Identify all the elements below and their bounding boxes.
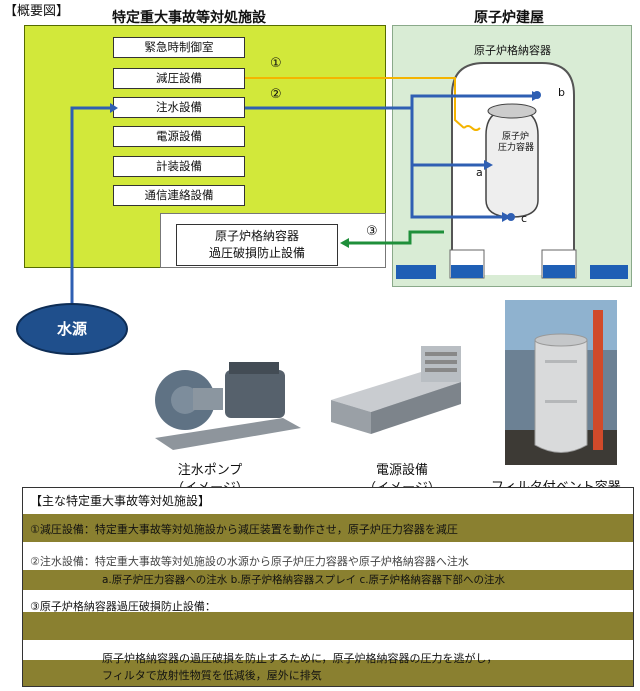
overpressure-line1: 原子炉格納容器 xyxy=(214,229,299,243)
summary-item-2-sub: a.原子炉圧力容器への注水 b.原子炉格納容器スプレイ c.原子炉格納容器下部へ… xyxy=(102,574,506,586)
water-injection-pump-image xyxy=(155,362,301,450)
pump-caption-line1: 注水ポンプ xyxy=(177,463,243,478)
pool-water-outer-right xyxy=(590,265,628,279)
equipment-depressurization: 減圧設備 xyxy=(113,68,245,89)
overpressure-line2: 過圧破損防止設備 xyxy=(208,246,305,260)
water-source: 水源 xyxy=(16,303,128,355)
overview-label: 【概要図】 xyxy=(4,4,70,19)
injection-arrow-c xyxy=(502,212,511,222)
summary-item-3-line2: フィルタで放射性物質を低減後，屋外に排気 xyxy=(102,669,322,682)
pool-water-left xyxy=(451,265,483,278)
summary-band-1 xyxy=(23,514,633,542)
vent-line xyxy=(348,230,444,245)
equipment-emergency-control-room: 緊急時制御室 xyxy=(113,37,245,58)
summary-item-3-line1: 原子炉格納容器の過圧破損を防止するために，原子炉格納容器の圧力を逃がし， xyxy=(102,652,498,665)
marker-3: ③ xyxy=(366,224,378,239)
summary-band-3 xyxy=(23,612,633,640)
equipment-power: 電源設備 xyxy=(113,126,245,147)
equipment-instrumentation: 計装設備 xyxy=(113,156,245,177)
injection-arrow-b xyxy=(532,91,541,101)
power-caption-line1: 電源設備 xyxy=(375,463,428,478)
injection-arrow-a xyxy=(484,160,493,170)
depressurization-valve xyxy=(463,125,481,131)
injection-main-line xyxy=(245,94,534,110)
summary-heading: 【主な特定重大事故等対処施設】 xyxy=(30,494,211,508)
summary-item-2: ②注水設備：特定重大事故等対処施設の水源から原子炉圧力容器や原子炉格納容器へ注水 xyxy=(30,555,469,568)
summary-band-2 xyxy=(23,570,633,590)
depressurization-line xyxy=(245,77,465,129)
water-source-arrow xyxy=(110,103,118,113)
vent-arrow xyxy=(340,238,349,248)
summary-item-1: ①減圧設備：特定重大事故等対処施設から減圧装置を動作させ，原子炉圧力容器を減圧 xyxy=(30,523,458,536)
summary-item-3: ③原子炉格納容器過圧破損防止設備： xyxy=(30,600,216,613)
overpressure-prevention-box: 原子炉格納容器 過圧破損防止設備 xyxy=(176,224,338,266)
point-a-label: a xyxy=(476,166,483,179)
building-title: 原子炉建屋 xyxy=(474,10,544,26)
point-c-label: c xyxy=(521,212,528,225)
summary-band-4 xyxy=(23,660,633,686)
reactor-building-diagram xyxy=(396,62,628,279)
marker-2: ② xyxy=(270,87,282,102)
facility-title: 特定重大事故等対処施設 xyxy=(112,10,266,26)
pool-water-right xyxy=(543,265,575,278)
power-equipment-image xyxy=(331,346,461,434)
marker-1: ① xyxy=(270,56,282,71)
injection-riser xyxy=(410,108,504,219)
filter-vent-container-image xyxy=(505,300,617,465)
water-source-line xyxy=(70,106,110,303)
equipment-water-injection: 注水設備 xyxy=(113,97,245,118)
pressure-vessel-head xyxy=(487,103,537,119)
containment-label: 原子炉格納容器 xyxy=(474,44,551,57)
equipment-communication: 通信連絡設備 xyxy=(113,185,245,206)
vessel-label-1: 原子炉 xyxy=(502,132,530,142)
vessel-label-2: 圧力容器 xyxy=(498,143,535,153)
pool-water-outer-left xyxy=(396,265,436,279)
point-b-label: b xyxy=(558,86,565,99)
